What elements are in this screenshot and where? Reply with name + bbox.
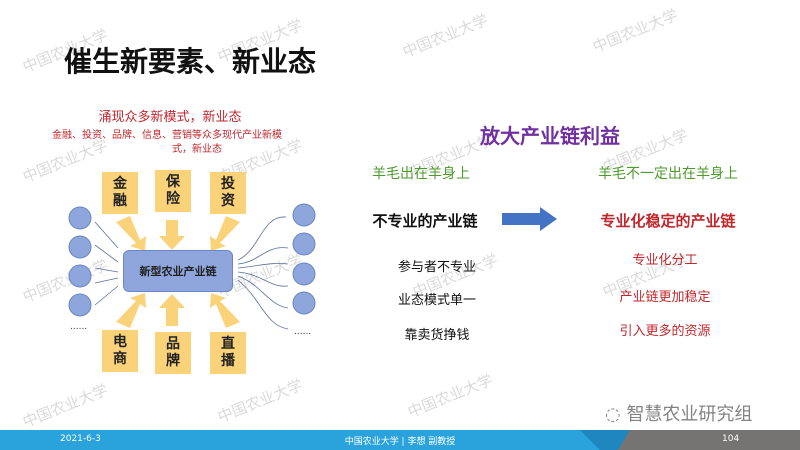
right-arrow-icon — [502, 207, 557, 231]
right-heading: 放大产业链利益 — [480, 124, 620, 148]
left-subheading-2: 式，新业态 — [172, 144, 222, 155]
page-number: 104 — [722, 434, 740, 444]
right-motto: 羊毛不一定出在羊身上 — [598, 166, 738, 182]
left-motto: 羊毛出在羊身上 — [372, 166, 470, 182]
ellipsis-left: ...... — [70, 322, 88, 332]
center-node: 新型农业产业链 — [123, 250, 233, 292]
arrow-up — [116, 293, 146, 328]
box-investment: 投资 — [210, 172, 246, 214]
watermark: 中国农业大学 — [405, 370, 496, 422]
from-item: 靠卖货挣钱 — [404, 328, 470, 343]
box-insurance: 保险 — [155, 170, 191, 212]
left-subheading: 金融、投资、品牌、信息、营销等众多现代产业新模 — [52, 130, 282, 141]
left-heading: 涌现众多新模式，新业态 — [98, 110, 242, 125]
footer-bar: 2021-6-3 中国农业大学 | 李想 副教授 104 — [0, 430, 800, 450]
wechat-watermark: ◌ 智慧农业研究组 — [605, 404, 753, 425]
watermark: 中国农业大学 — [590, 5, 681, 57]
footer-date: 2021-6-3 — [60, 434, 101, 444]
to-item: 引入更多的资源 — [619, 324, 711, 339]
watermark: 中国农业大学 — [400, 10, 491, 62]
to-item: 产业链更加稳定 — [619, 290, 711, 305]
wechat-icon: ◌ — [605, 404, 627, 425]
from-item: 业态模式单一 — [397, 293, 477, 308]
arrow-up — [159, 294, 185, 326]
to-label: 专业化稳定的产业链 — [600, 212, 736, 230]
diagram-arrows — [68, 203, 316, 330]
from-item: 参与者不专业 — [397, 260, 477, 275]
slide-title: 催生新要素、新业态 — [64, 45, 317, 78]
footer-author: 中国农业大学 | 李想 副教授 — [344, 437, 456, 447]
box-ecommerce: 电商 — [102, 330, 138, 372]
from-label: 不专业的产业链 — [372, 212, 478, 230]
arrow-down — [210, 216, 240, 251]
arrow-down — [116, 216, 146, 251]
box-brand: 品牌 — [155, 332, 191, 374]
footer-decoration — [580, 430, 800, 450]
box-livestream: 直播 — [210, 332, 246, 374]
ellipsis-right: ...... — [294, 327, 312, 337]
arrow-up — [210, 293, 240, 328]
arrow-down — [159, 220, 185, 250]
box-finance: 金融 — [102, 172, 138, 214]
to-item: 专业化分工 — [632, 253, 698, 268]
